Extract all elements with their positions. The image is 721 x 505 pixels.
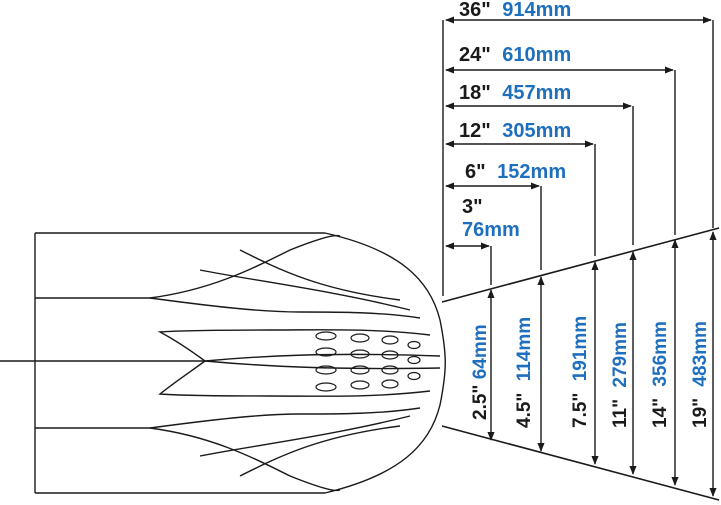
spread-label-11in-metric: 279mm [610,322,631,388]
orifice [381,335,399,345]
distance-label-18in: 18" 457mm [459,82,571,104]
distance-dim-24in [445,66,676,235]
distance-label-18in-metric: 457mm [502,82,571,104]
orifice [407,340,421,350]
spread-label-7-5in-metric: 191mm [570,316,591,382]
orifice [407,371,421,381]
spread-label-7-5in-imperial: 7.5" [570,393,591,428]
spread-dimensions [487,231,717,497]
distance-dim-36in [445,16,714,228]
orifice [381,365,399,375]
distance-label-24in: 24" 610mm [459,44,571,66]
orifice [315,331,337,341]
distance-dim-12in [445,140,596,256]
orifice [350,333,370,343]
distance-dimensions [445,16,714,285]
distance-label-36in: 36" 914mm [459,0,571,21]
spread-label-2-5in-metric: 64mm [470,324,491,379]
orifice [381,350,399,360]
spread-label-2-5in: 2.5" 64mm [470,324,491,420]
orifice [381,379,399,389]
distance-label-12in-metric: 305mm [502,120,571,142]
spread-label-19in-imperial: 19" [690,398,711,428]
distance-dim-6in [445,182,542,270]
distance-dim-3in [445,242,492,285]
spread-label-11in-imperial: 11" [610,399,631,428]
distance-label-3in-metric: 76mm [462,219,520,241]
spread-label-19in-metric: 483mm [690,321,711,387]
distance-dim-18in [445,102,634,245]
distance-label-3in-imperial: 3" [462,196,483,218]
spread-label-14in-imperial: 14" [650,398,671,428]
spread-label-4-5in: 4.5" 114mm [514,317,535,428]
spread-label-4-5in-metric: 114mm [514,317,535,381]
orifice [407,355,421,365]
orifice [315,365,337,375]
orifice [315,382,337,392]
spread-label-7-5in: 7.5" 191mm [570,316,591,428]
spread-labels: 2.5" 64mm 4.5" 114mm 7.5" 191mm 11" 279m… [470,316,711,428]
distance-label-12in-imperial: 12" [459,120,491,142]
orifice [350,365,370,375]
nozzle-body [0,232,446,494]
spread-label-4-5in-imperial: 4.5" [514,393,535,428]
orifice [350,380,370,390]
spray-cone-bottom [441,425,720,501]
distance-label-24in-metric: 610mm [502,44,571,66]
spread-label-11in: 11" 279mm [610,322,631,428]
spread-label-14in-metric: 356mm [650,321,671,387]
distance-label-18in-imperial: 18" [459,82,491,104]
spread-label-14in: 14" 356mm [650,321,671,428]
spread-label-19in: 19" 483mm [690,321,711,428]
distance-label-12in: 12" 305mm [459,120,571,142]
distance-labels: 3" 76mm 6" 152mm 12" 305mm 18" 457mm 24"… [459,0,571,241]
orifice [315,347,337,357]
nozzle-orifices [315,331,421,392]
distance-label-6in: 6" 152mm [465,161,566,183]
distance-label-24in-imperial: 24" [459,44,491,66]
distance-label-6in-metric: 152mm [497,161,566,183]
distance-label-6in-imperial: 6" [465,161,486,183]
spread-label-2-5in-imperial: 2.5" [470,385,491,420]
nozzle-tip-outline [324,232,446,494]
orifice [350,349,370,359]
distance-label-36in-imperial: 36" [459,0,491,21]
distance-label-36in-metric: 914mm [502,0,571,21]
